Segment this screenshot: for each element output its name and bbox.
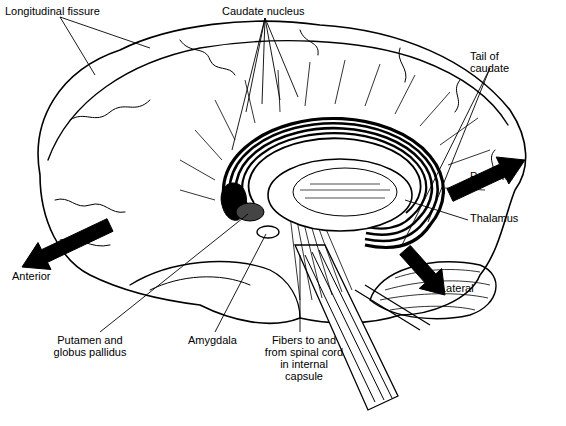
part-label: Fibers to and from spinal cord in intern… (262, 334, 346, 382)
part-label: Caudate nucleus (222, 5, 322, 17)
part-label: Thalamus (470, 212, 540, 224)
lateral-arrow (400, 245, 445, 295)
part-label: Lateral (440, 282, 500, 294)
leader-lines (60, 17, 490, 332)
leader-line (215, 234, 266, 332)
leader-line (300, 255, 301, 332)
part-label: Amygdala (188, 334, 258, 346)
thalamus-inner (293, 168, 397, 216)
deep-nuclei-group (236, 159, 412, 238)
brainstem-outline (295, 245, 398, 410)
gyrus-line (55, 199, 125, 212)
gyrus-line (180, 40, 235, 75)
thalamus (268, 159, 412, 231)
caudate-nucleus (230, 123, 438, 241)
amygdala (257, 226, 279, 238)
gyrus-line (300, 30, 318, 55)
part-label: Longitudinal fissure (5, 5, 125, 17)
spinal-cord-lines (355, 285, 430, 330)
gyrus-line (70, 100, 150, 120)
gyrus-line (455, 80, 460, 112)
part-label: Anterior (12, 270, 82, 282)
caudate-group (180, 60, 490, 248)
longitudinal-fissure-line (48, 41, 508, 160)
part-label: Tail of caudate (470, 50, 520, 74)
part-label: Posterior (470, 170, 540, 182)
thalamus-shading (300, 184, 390, 198)
brain-outline (38, 21, 526, 323)
leader-line (60, 17, 150, 75)
leader-line (100, 214, 248, 332)
temporal-lobe-line (150, 277, 250, 290)
putamen-globus-pallidus (236, 203, 264, 221)
gyrus-line (399, 48, 406, 82)
direction-arrows (22, 157, 525, 295)
caudate-nucleus (236, 128, 432, 235)
anterior-arrow (22, 219, 113, 270)
leader-line (405, 200, 468, 220)
temporal-lobe-line (130, 262, 300, 318)
part-label: Putamen and globus pallidus (45, 334, 135, 358)
leader-line (232, 18, 298, 150)
brain-outline-group (38, 21, 526, 323)
